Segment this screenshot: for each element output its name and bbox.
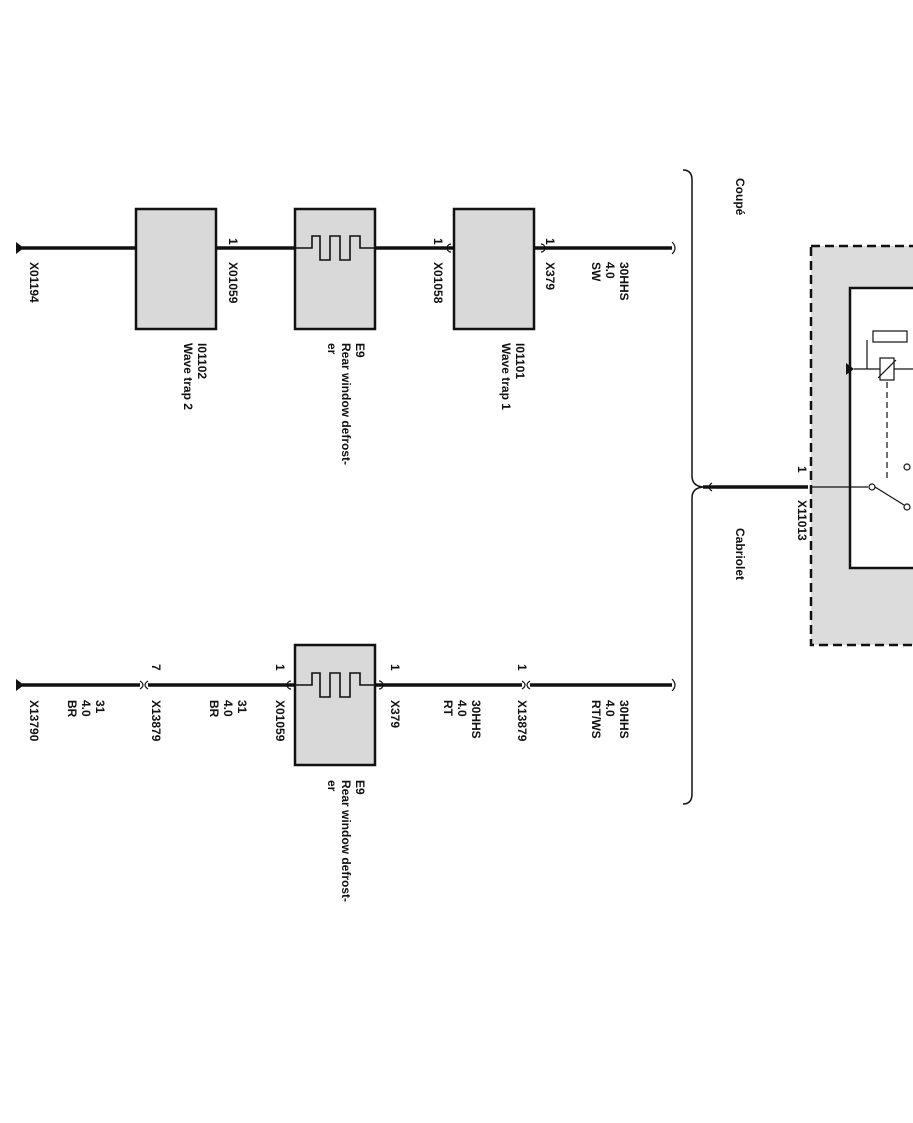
resistor-icon (872, 330, 908, 343)
pin-number: 7 (149, 664, 163, 671)
connector-terminal-icon (446, 243, 452, 253)
connector-terminal-icon (540, 243, 546, 253)
component-name: Wave trap 1 (499, 343, 513, 410)
wire-break-icon (708, 482, 713, 492)
wire-color: SW (589, 262, 603, 282)
heater-element-icon (295, 235, 375, 261)
pin-number: 1 (431, 238, 445, 245)
component-id: E9 (353, 343, 367, 358)
wave-trap-2-box (134, 207, 218, 331)
coupe-branch: 1 1 1 X01194 X01059 X01058 X379 30HHS 4.… (16, 207, 676, 465)
pin-number: 1 (388, 664, 402, 671)
wire-signal: 31 (93, 700, 107, 714)
component-name-continued: er (325, 343, 339, 355)
connector-terminal-icon (521, 680, 531, 690)
wire-break-icon (671, 678, 676, 692)
wire-signal: 31 (235, 700, 249, 714)
wire-gauge: 4.0 (603, 700, 617, 717)
connector-label: X379 (388, 700, 402, 728)
wire-color: RT/WS (589, 700, 603, 739)
component-id: I01102 (195, 343, 209, 379)
defroster-box-cabriolet (293, 643, 377, 767)
switch-blade-icon (874, 486, 905, 506)
variant-brace: Coupé Cabriolet (682, 169, 808, 805)
pin-number: 1 (543, 238, 557, 245)
cabriolet-branch: 7 1 1 1 X13790 X13879 X01059 X379 X13879… (16, 643, 676, 902)
connector-terminal-icon (286, 680, 292, 690)
switch-contact-icon (903, 503, 911, 511)
connector-terminal-icon (139, 680, 149, 690)
wire-gauge: 4.0 (79, 700, 93, 717)
connector-label: X13790 (27, 700, 41, 742)
ground-icon (846, 363, 854, 375)
connector-label: X11013 (795, 500, 809, 541)
defroster-box-coupe (293, 207, 377, 331)
component-name-continued: er (325, 780, 339, 792)
brace-icon (682, 169, 704, 805)
coil-diagonal (877, 359, 897, 379)
wire-color: BR (65, 700, 79, 718)
wire-signal: 30HHS (469, 700, 483, 739)
component-id: I01101 (513, 343, 527, 379)
relay-module: 1 X11013 (795, 244, 913, 647)
connector-label: X01058 (431, 262, 445, 304)
component-name: Wave trap 2 (181, 343, 195, 410)
ground-icon (16, 679, 24, 691)
ground-icon (16, 242, 24, 254)
pin-number: 1 (273, 664, 287, 671)
wire-signal: 30HHS (617, 262, 631, 301)
component-id: E9 (353, 780, 367, 795)
connector-label: X379 (543, 262, 557, 290)
wire-color: BR (207, 700, 221, 718)
wire-gauge: 4.0 (221, 700, 235, 717)
pin-number: 1 (515, 664, 529, 671)
variant-label-cabriolet: Cabriolet (733, 528, 747, 580)
switch-contact-icon (903, 463, 911, 471)
wave-trap-1-box (452, 207, 536, 331)
wire-gauge: 4.0 (455, 700, 469, 717)
wire-break-icon (671, 241, 676, 255)
connector-label: X13879 (515, 700, 529, 742)
connector-terminal-icon (378, 680, 384, 690)
component-name: Rear window defrost- (339, 780, 353, 902)
switch-contact-icon (868, 483, 876, 491)
connector-label: X01059 (273, 700, 287, 742)
pin-number: 1 (795, 466, 809, 473)
variant-label-coupe: Coupé (733, 178, 747, 216)
heater-element-icon (295, 672, 375, 698)
wire-color: RT (441, 700, 455, 717)
relay-box (848, 286, 913, 570)
pin-number: 1 (226, 238, 240, 245)
connector-label: X01059 (226, 262, 240, 304)
component-name: Rear window defrost- (339, 343, 353, 465)
wire-gauge: 4.0 (603, 262, 617, 279)
connector-label: X13879 (149, 700, 163, 742)
connector-label: X01194 (27, 262, 41, 303)
wire-signal: 30HHS (617, 700, 631, 739)
